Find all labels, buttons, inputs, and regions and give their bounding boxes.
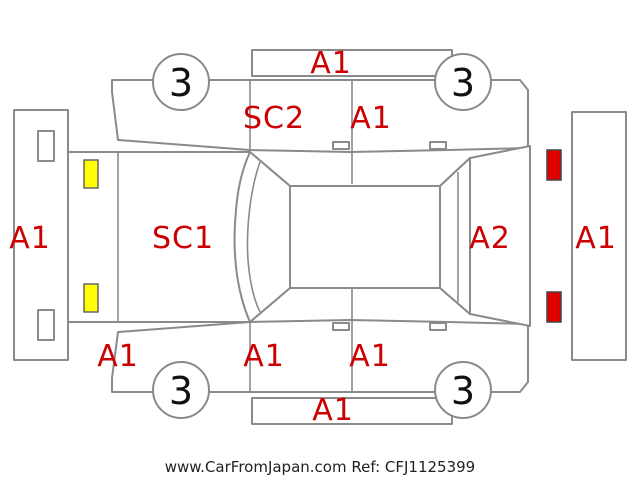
code-top-door-rear: A1 — [350, 101, 392, 136]
svg-text:3: 3 — [169, 369, 193, 413]
roof-panel-bottom — [251, 397, 453, 425]
top-view-body — [67, 145, 531, 327]
svg-text:3: 3 — [451, 61, 475, 105]
code-roof-top: A1 — [310, 46, 352, 81]
tire-rear-top: 3 — [434, 53, 492, 111]
front-bumper — [13, 109, 69, 361]
code-top-door-front: SC2 — [243, 101, 305, 136]
top-side-body — [111, 79, 529, 184]
code-trunk: A2 — [469, 221, 511, 256]
front-lamp-top — [83, 159, 99, 189]
tire-rear-bottom: 3 — [434, 361, 492, 419]
code-bottom-door-front: A1 — [243, 339, 285, 374]
code-front-corner-bottom: A1 — [97, 339, 139, 374]
code-front-bumper: A1 — [9, 221, 51, 256]
footer-reference: www.CarFromJapan.com Ref: CFJ1125399 — [165, 458, 475, 476]
front-lamp-bottom — [83, 283, 99, 313]
code-roof-bottom: A1 — [312, 393, 354, 428]
code-rear-bumper: A1 — [575, 221, 617, 256]
code-hood: SC1 — [152, 221, 214, 256]
svg-text:3: 3 — [169, 61, 193, 105]
rear-bumper — [571, 111, 627, 361]
tire-front-top: 3 — [152, 53, 210, 111]
rear-lamp-top — [546, 149, 562, 181]
code-bottom-door-rear: A1 — [349, 339, 391, 374]
svg-text:3: 3 — [451, 369, 475, 413]
tire-front-bottom: 3 — [152, 361, 210, 419]
roof-panel-top — [251, 49, 453, 77]
rear-lamp-bottom — [546, 291, 562, 323]
